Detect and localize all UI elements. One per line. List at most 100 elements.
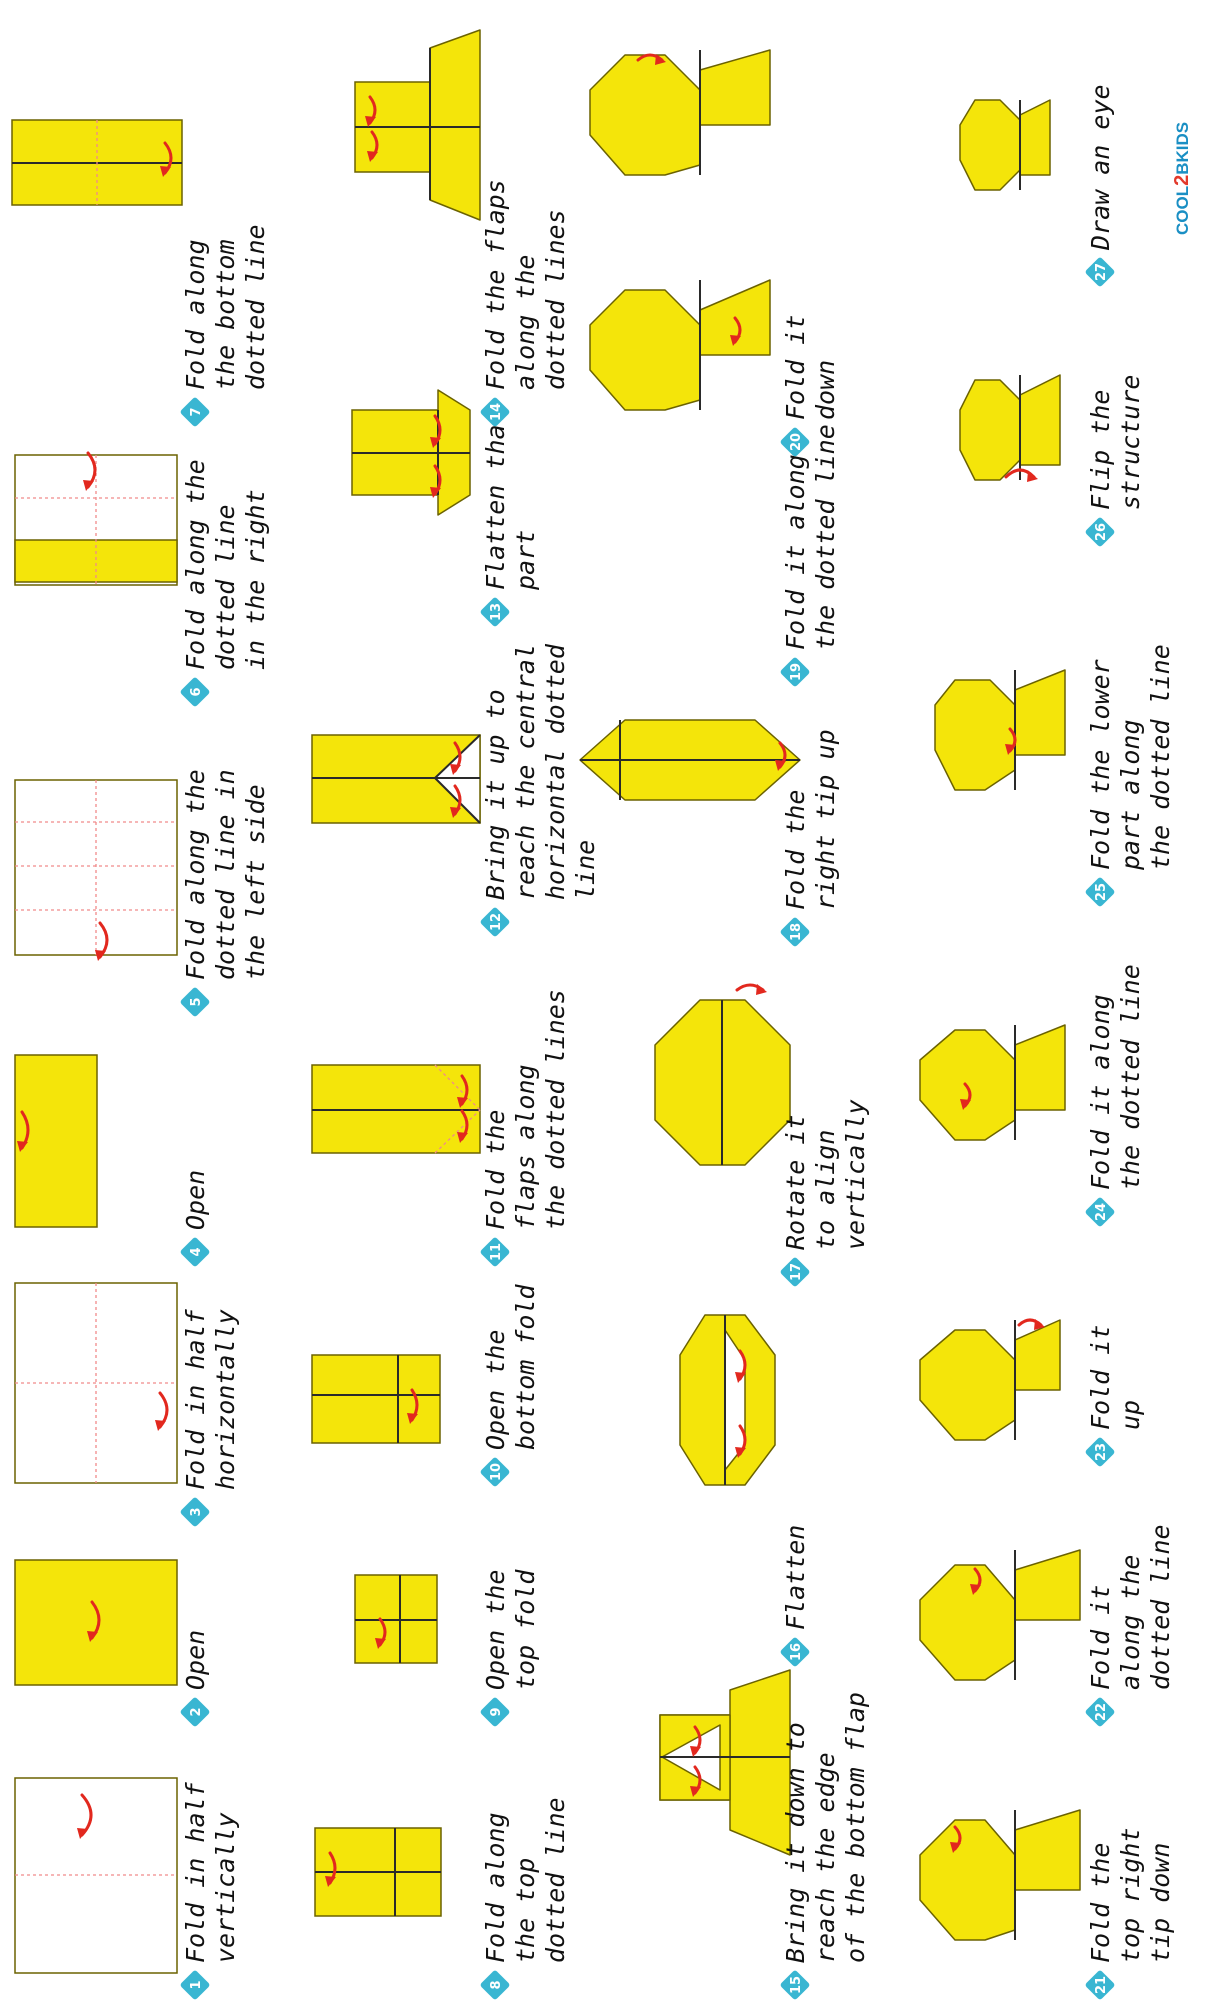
art-step-10 [312, 1355, 440, 1443]
badge-number: 19 [789, 663, 804, 681]
step-caption-line: Open [181, 1170, 210, 1230]
badge-number: 23 [1094, 1443, 1109, 1461]
badge-number: 25 [1094, 883, 1109, 901]
step-26: 26 Flip thestructure [1084, 375, 1145, 548]
step-caption-line: line [571, 840, 600, 900]
step-caption-line: dotted line [211, 504, 240, 670]
boat-sail [700, 50, 770, 125]
step-caption-line: structure [1116, 375, 1145, 510]
boat-body [960, 100, 1020, 190]
step-caption-line: in the right [241, 489, 270, 670]
badge-number: 20 [789, 433, 804, 451]
step-badge: 22 [1084, 1696, 1115, 1727]
step-caption-line: Fold along [481, 1812, 510, 1963]
step-caption-line: dotted line [541, 1797, 570, 1963]
step-caption-line: horizontal dotted [541, 643, 570, 900]
art-step-17 [655, 984, 790, 1165]
boat-sail [1020, 100, 1050, 175]
badge-number: 21 [1094, 1976, 1109, 1994]
step-caption-line: Flatten [781, 1525, 810, 1630]
step-badge: 20 [779, 426, 810, 457]
badge-number: 12 [489, 913, 504, 931]
step-caption-line: the left side [241, 784, 270, 980]
step-caption-line: up [1116, 1400, 1145, 1430]
logo-part2: 2 [1171, 175, 1193, 186]
step-caption-line: Fold along the [181, 769, 210, 980]
step-caption-line: Draw an eye [1086, 84, 1115, 251]
boat-body [590, 55, 700, 175]
step-15: 15Bring it down toreach the edgeof the b… [779, 1692, 870, 2000]
art-step-1 [15, 1778, 177, 1973]
art-step-23 [920, 1319, 1060, 1440]
step-caption-line: dotted line [241, 224, 270, 390]
step-caption-line: Flip the [1086, 390, 1115, 510]
logo-text: COOL2BKIDS [1171, 122, 1193, 235]
step-21: 21Fold thetop righttip down [1084, 1828, 1175, 2001]
step-caption-line: Fold the [1086, 1843, 1115, 1963]
art-step-5 [15, 780, 177, 961]
badge-number: 18 [789, 923, 804, 941]
step-6: 6Fold along thedotted linein the right [179, 459, 270, 707]
brand-logo: COOL2BKIDS [1171, 122, 1193, 235]
step-caption-line: Fold the [481, 1110, 510, 1230]
boat-body [920, 1565, 1015, 1680]
step-badge: 9 [479, 1696, 510, 1727]
step-badge: 11 [479, 1236, 510, 1267]
art-step-3 [15, 1283, 177, 1483]
step-13: 13Flatten thatpart [479, 409, 540, 627]
step-caption-line: Fold it [1086, 1585, 1115, 1690]
art-step-26 [960, 375, 1060, 482]
step-badge: 3 [179, 1496, 210, 1527]
badge-number: 4 [189, 1247, 204, 1256]
step-caption-line: Fold the flaps [481, 179, 510, 390]
step-caption-line: the dotted line [811, 424, 840, 650]
badge-number: 17 [789, 1263, 804, 1281]
step-badge: 7 [179, 396, 210, 427]
step-25: 25Fold the lowerpart alongthe dotted lin… [1084, 644, 1175, 907]
step-badge: 1 [179, 1969, 210, 2000]
step-badge: 8 [479, 1969, 510, 2000]
step-badge: 27 [1084, 256, 1115, 287]
art-step-2 [15, 1560, 177, 1685]
step-17: 17Rotate itto alignvertically [779, 1099, 870, 1287]
step-caption-line: Fold the [781, 790, 810, 910]
step-badge: 16 [779, 1636, 810, 1667]
art-step-14 [355, 30, 480, 220]
boat-sail [1015, 1550, 1080, 1620]
step-16: 16 Flatten [779, 1525, 810, 1668]
step-3: 3Fold in halfhorizontally [179, 1308, 240, 1527]
boat-sail [1020, 375, 1060, 465]
art-step-21 [920, 1810, 1080, 1940]
art-step-12 [312, 735, 480, 823]
art-step-27 [960, 100, 1050, 190]
badge-number: 11 [489, 1243, 504, 1261]
step-27: 27 Draw an eye [1084, 84, 1115, 287]
art-step-24 [920, 1025, 1065, 1140]
step-caption-line: Fold in half [181, 1308, 210, 1490]
step-caption-line: Fold it along [781, 454, 810, 650]
boat-sail [1015, 670, 1065, 755]
art-step-7 [12, 120, 182, 205]
step-2: 2Open [179, 1630, 210, 1728]
step-caption-line: dotted line [1146, 1524, 1175, 1690]
step-caption-line: the dotted line [1116, 964, 1145, 1190]
step-caption-line: the bottom [211, 239, 240, 390]
step-caption-line: Fold in half [181, 1781, 210, 1963]
boat-sail [1015, 1025, 1065, 1110]
boat-body [920, 1330, 1015, 1440]
badge-number: 14 [489, 403, 504, 421]
art-step-6 [15, 453, 177, 585]
step-caption-line: Open the [481, 1570, 510, 1690]
badge-number: 5 [189, 997, 204, 1006]
badge-number: 15 [789, 1976, 804, 1994]
badge-number: 9 [489, 1707, 504, 1716]
step-caption-line: Fold it [1086, 1325, 1115, 1430]
step-caption-line: to align [811, 1130, 840, 1250]
step-caption-line: tip down [1146, 1843, 1175, 1963]
step-caption-line: bottom fold [511, 1283, 540, 1450]
art-step-4 [15, 1055, 97, 1227]
badge-number: 26 [1094, 523, 1109, 541]
step-10: 10Open thebottom fold [479, 1283, 540, 1487]
step-caption-line: Rotate it [781, 1115, 810, 1250]
